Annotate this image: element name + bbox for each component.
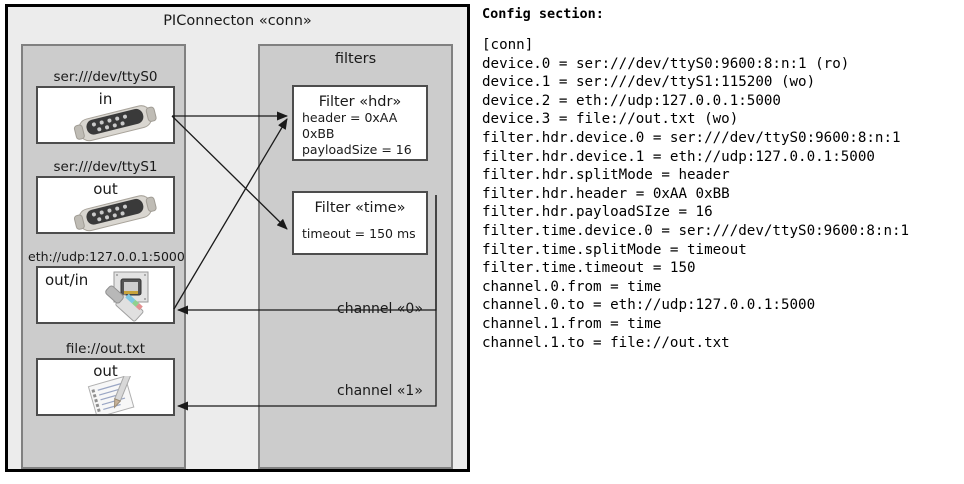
config-section: Config section: [conn] device.0 = ser:///… [482,6,958,352]
config-line: filter.hdr.device.0 = ser:///dev/ttyS0:9… [482,129,901,146]
config-line: filter.time.timeout = 150 [482,260,696,277]
config-line: filter.hdr.device.1 = eth://udp:127.0.0.… [482,148,875,165]
config-line: filter.hdr.splitMode = header [482,167,730,184]
device-box-outin-eth[interactable]: out/in [36,266,175,324]
channel-0-label: channel «0» [337,301,423,317]
device-caption: ser:///dev/ttyS0 [53,69,158,85]
filters-panel: filters Filter «hdr» header = 0xAA 0xBB … [258,44,453,469]
device-box-out-file[interactable]: out [36,358,175,416]
config-heading: Config section: [482,6,604,22]
config-line: filter.hdr.header = 0xAA 0xBB [482,185,730,202]
device-label: out [93,180,118,198]
filter-title: Filter «time» [314,200,406,216]
filter-attr-header: header = 0xAA 0xBB [302,110,398,141]
config-line: filter.hdr.payloadSIze = 16 [482,204,713,221]
filter-attr-payloadsize: payloadSize = 16 [302,142,412,157]
filter-attr-timeout: timeout = 150 ms [302,226,416,241]
serial-port-icon [70,102,162,142]
filters-panel-title: filters [334,51,377,67]
device-label: in [98,90,113,108]
device-label: out [93,362,118,380]
connection-diagram: PIConnecton «conn» ser:///dev/ttyS0 in [5,4,470,472]
config-line: filter.time.splitMode = timeout [482,241,747,258]
config-text: [conn] device.0 = ser:///dev/ttyS0:9600:8… [482,36,958,352]
channel-1-label: channel «1» [337,383,423,399]
config-line: device.2 = eth://udp:127.0.0.1:5000 [482,92,781,109]
device-group-ttys0[interactable]: ser:///dev/ttyS0 in [36,68,175,144]
config-line: channel.0.to = eth://udp:127.0.0.1:5000 [482,297,816,314]
devices-panel: ser:///dev/ttyS0 in [21,44,186,469]
device-group-ttys1[interactable]: ser:///dev/ttyS1 out [36,158,175,234]
config-line: [conn] [482,37,534,53]
filter-title: Filter «hdr» [318,94,402,110]
device-box-in[interactable]: in [36,86,175,144]
text-file-icon [86,370,142,414]
config-line: device.1 = ser:///dev/ttyS1:115200 (wo) [482,74,816,91]
network-jack-icon [100,270,172,322]
device-caption: file://out.txt [65,341,146,357]
device-label: out/in [45,271,89,289]
diagram-title: PIConnecton «conn» [163,13,312,29]
device-group-file[interactable]: file://out.txt out [36,340,175,416]
config-line: device.3 = file://out.txt (wo) [482,111,739,128]
config-line: channel.0.from = time [482,278,662,295]
device-box-out-serial[interactable]: out [36,176,175,234]
config-line: device.0 = ser:///dev/ttyS0:9600:8:n:1 (… [482,55,850,72]
serial-port-icon [70,192,162,232]
filter-box-hdr[interactable]: Filter «hdr» header = 0xAA 0xBB payloadS… [292,85,428,161]
device-caption: ser:///dev/ttyS1 [53,159,158,175]
config-line: channel.1.to = file://out.txt [482,334,730,351]
config-line: filter.time.device.0 = ser:///dev/ttyS0:… [482,222,910,239]
device-caption: eth://udp:127.0.0.1:5000 [28,249,185,264]
device-group-eth[interactable]: eth://udp:127.0.0.1:5000 out/in [28,248,185,324]
config-line: channel.1.from = time [482,315,662,332]
filter-box-time[interactable]: Filter «time» timeout = 150 ms [292,191,428,255]
